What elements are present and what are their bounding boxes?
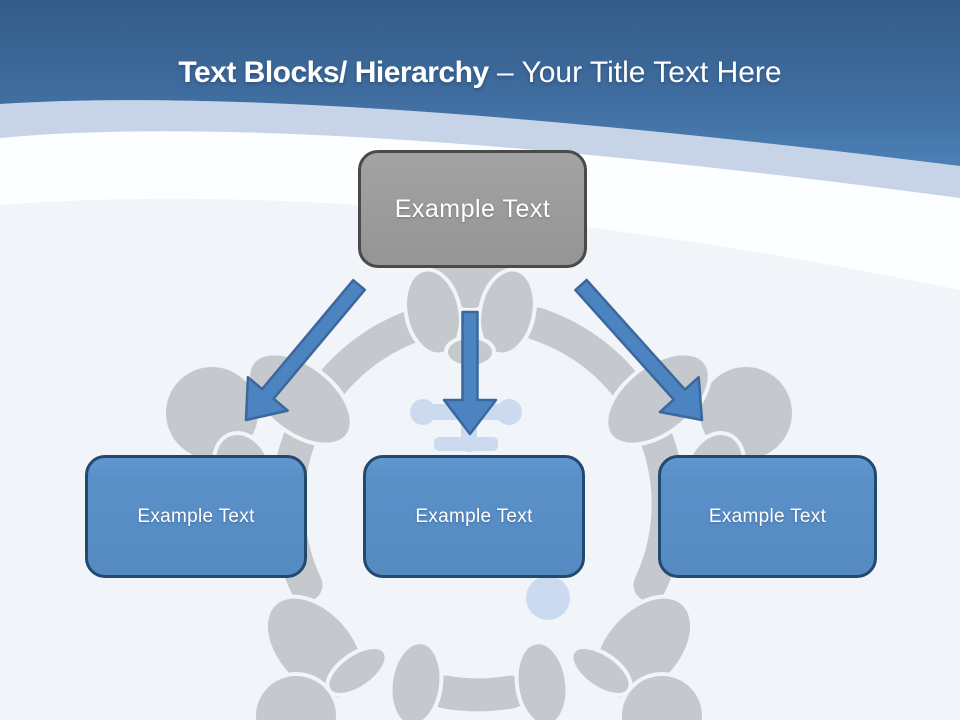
- child-text-box-3-label: Example Text: [708, 505, 827, 527]
- child-text-box-1[interactable]: Example Text: [85, 455, 307, 578]
- root-text-box-label: Example Text: [394, 194, 551, 223]
- arrow-down-icon: [442, 310, 498, 436]
- slide-title: Text Blocks/ Hierarchy – Your Title Text…: [0, 52, 960, 94]
- slide-title-bold: Text Blocks/ Hierarchy: [178, 56, 489, 89]
- child-text-box-1-label: Example Text: [137, 505, 255, 527]
- slide-title-light: – Your Title Text Here: [488, 56, 782, 89]
- child-text-box-3[interactable]: Example Text: [658, 455, 877, 578]
- header-band: [0, 0, 960, 166]
- periwinkle-curve-band: [0, 100, 960, 198]
- root-text-box[interactable]: Example Text: [358, 150, 587, 268]
- arrow-down-left-icon: [244, 278, 367, 422]
- arrow-down-right-icon: [574, 278, 704, 422]
- child-text-box-2-label: Example Text: [415, 505, 533, 527]
- child-text-box-2[interactable]: Example Text: [363, 455, 585, 578]
